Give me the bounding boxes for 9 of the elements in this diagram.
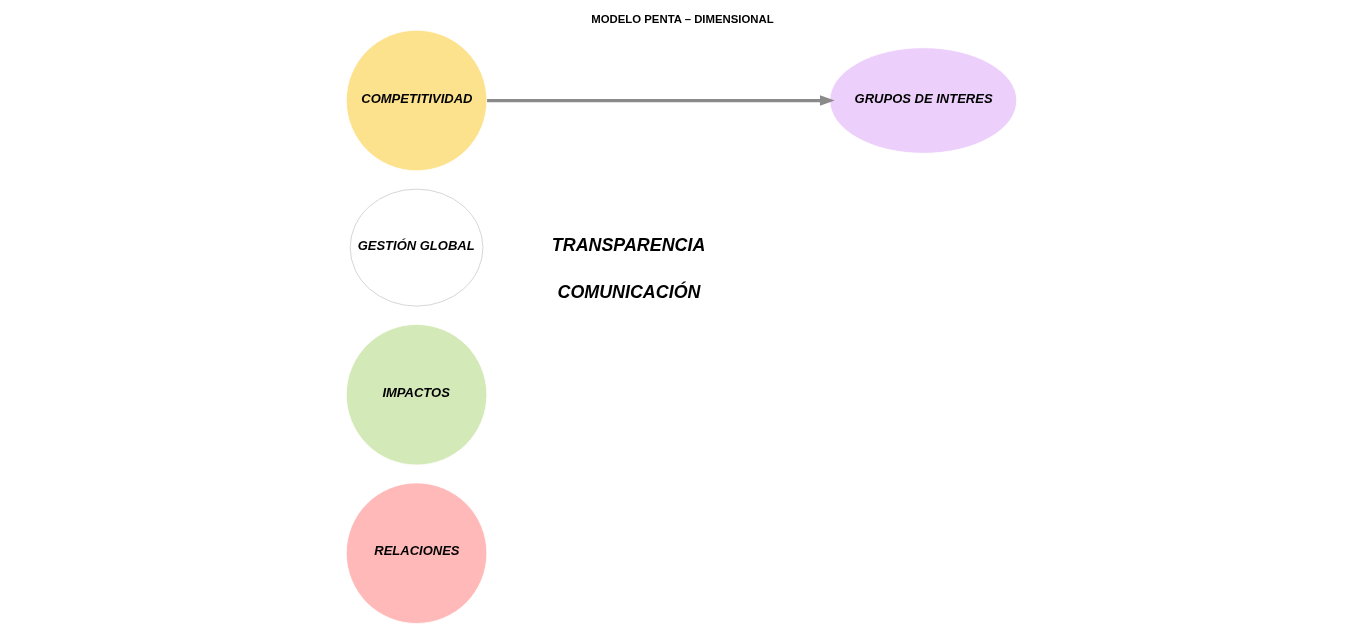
node-ellipse: GESTIÓN GLOBAL: [349, 188, 484, 307]
diagram-title: MODELO PENTA – DIMENSIONAL: [591, 13, 774, 26]
arrow: [487, 95, 835, 106]
node-ellipse: GRUPOS DE INTERES: [829, 47, 1018, 154]
node-circle: COMPETITIVIDAD: [345, 29, 488, 172]
label: COMUNICACIÓN: [557, 282, 701, 303]
node-circle: IMPACTOS: [345, 324, 488, 466]
node-circle: RELACIONES: [345, 482, 488, 624]
label: TRANSPARENCIA: [551, 235, 706, 256]
